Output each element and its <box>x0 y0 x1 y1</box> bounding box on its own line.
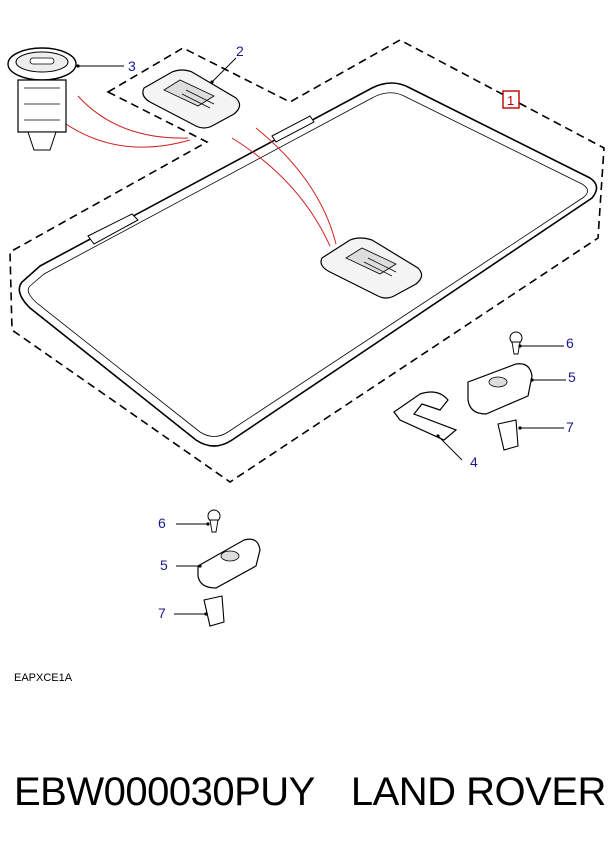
brand-name: LAND ROVER <box>350 770 607 814</box>
clip-nut-part-right <box>497 419 519 451</box>
load-floor-panel <box>18 82 598 447</box>
screw-part-right <box>509 331 523 355</box>
diagram-reference-code: EAPXCE1A <box>14 672 73 684</box>
callout-2: 2 <box>236 43 244 59</box>
part-number: EBW000030PUY <box>14 770 315 814</box>
lock-cylinder-part <box>7 47 77 151</box>
callout-leaders <box>78 57 566 615</box>
clip-nut-part-left <box>203 595 225 627</box>
callout-5-left: 5 <box>160 557 168 573</box>
callout-4: 4 <box>470 454 478 470</box>
assembly-dashed-outline <box>9 39 605 483</box>
retaining-clip-part <box>393 391 458 441</box>
callout-leader-dots <box>76 64 534 616</box>
red-leader-lines <box>65 95 337 247</box>
callout-1-box <box>502 90 520 109</box>
release-handle-part <box>142 69 241 129</box>
callout-6-right: 6 <box>566 335 574 351</box>
striker-bracket-part-right <box>467 363 533 415</box>
part-caption: EBW000030PUY LAND ROVER <box>14 770 607 815</box>
callout-1: 1 <box>507 93 514 108</box>
callout-5-right: 5 <box>568 369 576 385</box>
callout-7-right: 7 <box>566 419 574 435</box>
striker-bracket-part-left <box>197 538 261 589</box>
callout-6-left: 6 <box>158 515 166 531</box>
exploded-parts-diagram: 1 2 3 4 5 5 6 6 7 7 <box>7 39 605 627</box>
callout-3: 3 <box>128 58 136 74</box>
screw-part-left <box>207 509 221 533</box>
callout-7-left: 7 <box>158 605 166 621</box>
